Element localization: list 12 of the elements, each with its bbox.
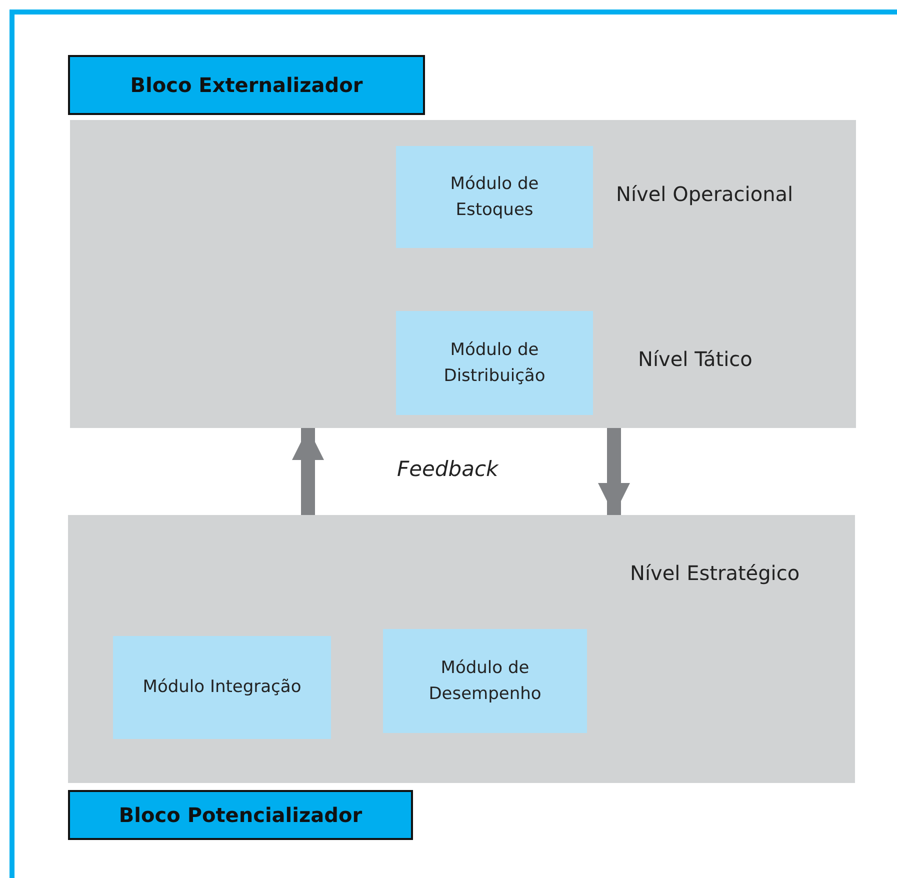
block-heading: Bloco Potencializador [68,790,413,840]
feedback-arrow [292,428,324,515]
module-box: Módulo de Distribuição [396,311,593,415]
level-label: Nível Tático [638,347,752,371]
feedback-arrow [598,428,630,515]
module-box: Módulo Integração [113,636,331,739]
level-label: Nível Estratégico [630,561,800,585]
level-label: Nível Operacional [616,182,794,206]
block-heading: Bloco Externalizador [68,55,425,115]
feedback-label: Feedback [397,457,498,481]
module-box: Módulo de Desempenho [383,629,587,733]
module-box: Módulo de Estoques [396,146,593,248]
